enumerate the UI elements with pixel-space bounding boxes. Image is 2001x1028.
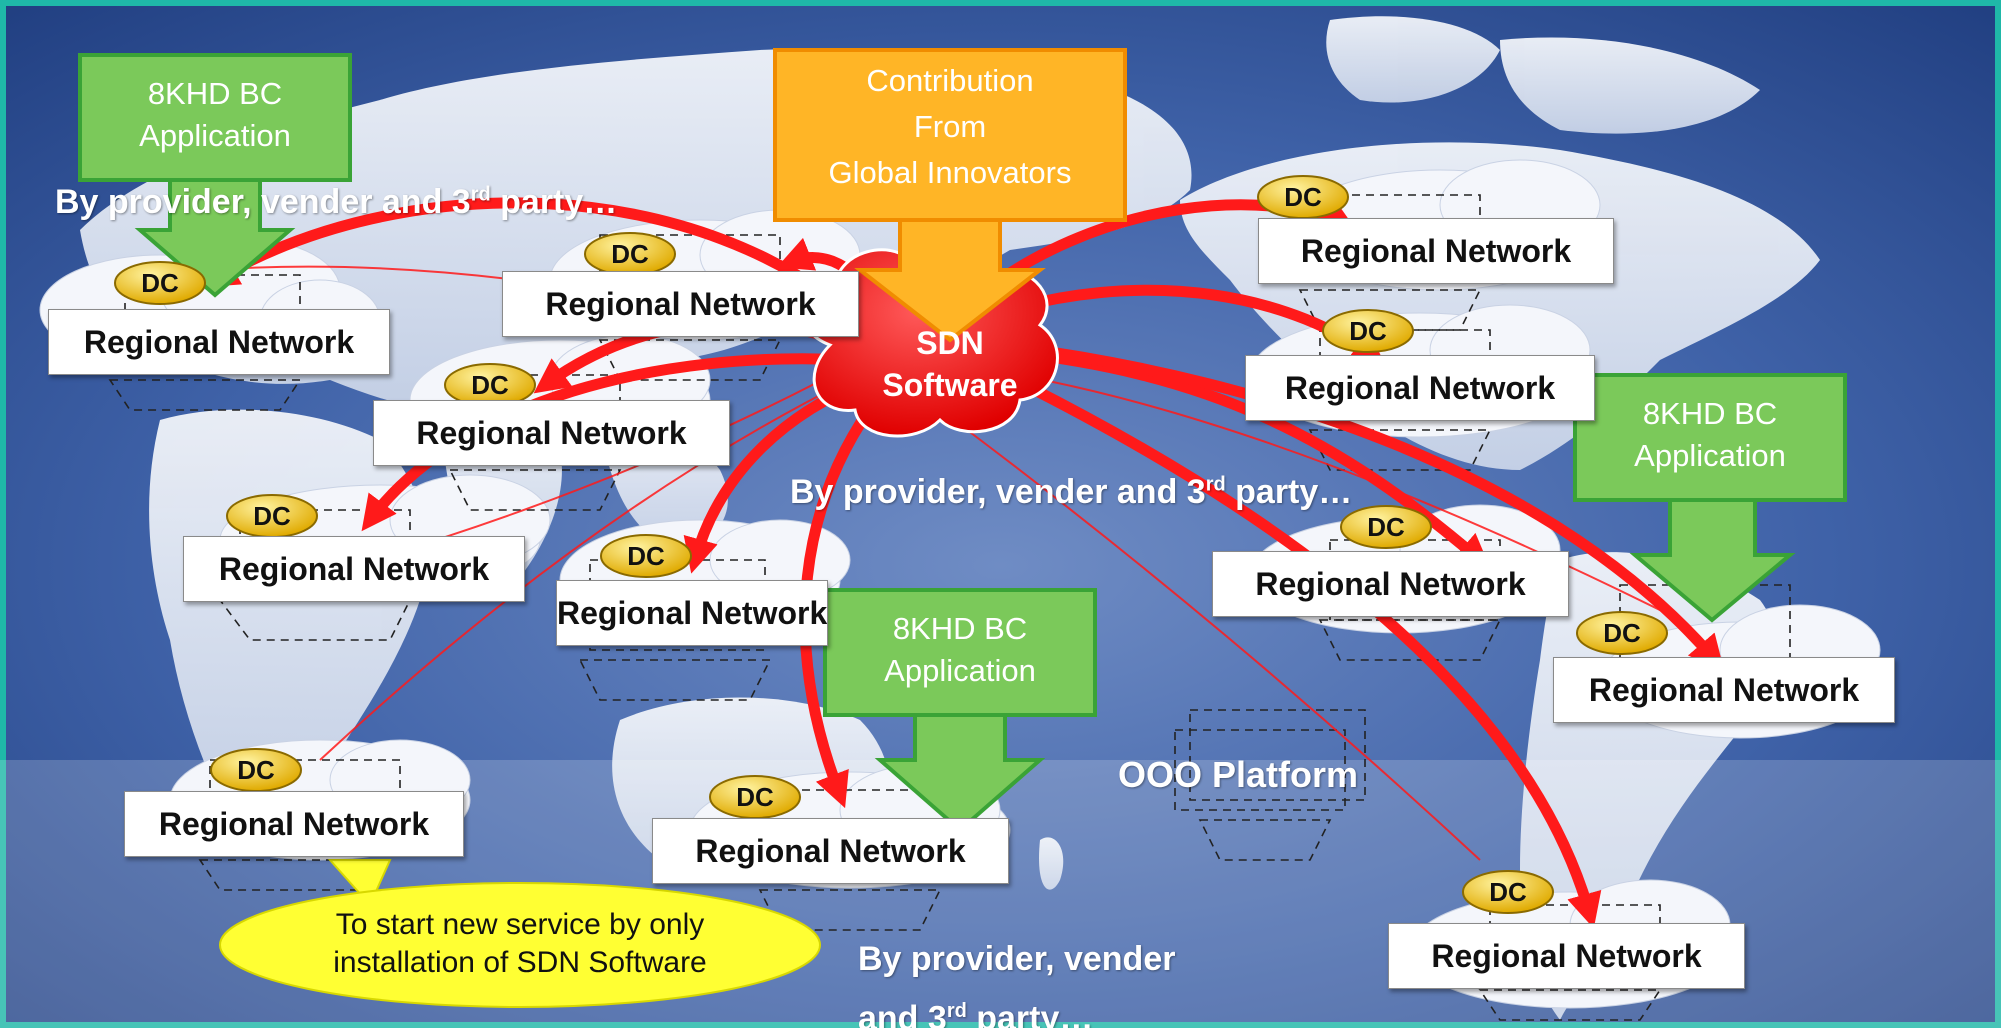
app-box-text: 8KHD BC Application — [80, 73, 350, 157]
regional-network-label: Regional Network — [183, 536, 525, 602]
dc-label: DC — [1284, 182, 1322, 212]
regional-network-label: Regional Network — [124, 791, 464, 857]
provider-tail: party… — [966, 999, 1094, 1028]
regional-network-label: Regional Network — [556, 580, 828, 646]
dc-label: DC — [141, 268, 179, 298]
dc-label: DC — [237, 755, 275, 785]
arrow-icon — [994, 339, 1725, 671]
arrow-down-icon — [854, 218, 1046, 343]
arrow-down-icon — [134, 178, 296, 298]
dc-badge-icon — [1322, 309, 1414, 353]
provider-text: By provider, vender and 3 — [790, 473, 1206, 511]
callout-text: To start new service by only installatio… — [250, 906, 790, 982]
dc-label: DC — [736, 782, 774, 812]
app-box-1 — [78, 53, 352, 298]
app-box-2 — [1573, 373, 1847, 623]
regional-network-label: Regional Network — [1388, 923, 1745, 989]
dc-badge-icon — [114, 261, 206, 305]
provider-text-bottom: By provider, vender and 3rd party… — [858, 933, 1175, 1028]
arrow-icon — [799, 389, 886, 809]
provider-text: By provider, vender and 3 — [55, 183, 471, 221]
provider-text-line-2: and 3rd party… — [858, 985, 1175, 1028]
callout-line-1: To start new service by only — [335, 908, 705, 941]
dc-label: DC — [1489, 877, 1527, 907]
dc-badge-icons — [114, 175, 1668, 914]
contribution-box — [773, 48, 1127, 343]
arrow-icon — [989, 364, 1602, 929]
callout-line-2: installation of SDN Software — [333, 946, 707, 979]
arrow-down-icon — [874, 713, 1046, 833]
dc-badge-icon — [1340, 505, 1432, 549]
regional-network-label: Regional Network — [373, 400, 730, 466]
sdn-line-2: Software — [882, 367, 1018, 403]
contribution-text: Contribution From Global Innovators — [775, 58, 1125, 196]
app-subtitle: Application — [139, 118, 291, 153]
dc-label: DC — [471, 370, 509, 400]
provider-text: and 3 — [858, 999, 947, 1028]
sdn-software-label: SDN Software — [860, 322, 1040, 406]
regional-network-label: Regional Network — [502, 271, 859, 337]
regional-network-label: Regional Network — [48, 309, 390, 375]
callout-bubble — [219, 859, 821, 1008]
app-box-text: 8KHD BC Application — [825, 608, 1095, 692]
regional-network-label: Regional Network — [1553, 657, 1895, 723]
provider-text-center: By provider, vender and 3rd party… — [790, 473, 1352, 512]
provider-text-top-left: By provider, vender and 3rd party… — [55, 183, 617, 222]
dc-label: DC — [253, 501, 291, 531]
arrow-down-icon — [1629, 498, 1796, 623]
platform-label: OOO Platform — [1118, 754, 1359, 795]
dc-label: DC — [611, 239, 649, 269]
contribution-line-1: Contribution — [866, 63, 1034, 98]
dc-label: DC — [627, 541, 665, 571]
regional-network-label: Regional Network — [1212, 551, 1569, 617]
regional-network-label: Regional Network — [652, 818, 1009, 884]
provider-tail: party… — [490, 183, 618, 221]
app-title: 8KHD BC — [892, 611, 1028, 646]
provider-tail: party… — [1225, 473, 1353, 511]
app-title: 8KHD BC — [147, 76, 283, 111]
regional-network-label: Regional Network — [1258, 218, 1614, 284]
app-title: 8KHD BC — [1642, 396, 1778, 431]
provider-sup: rd — [946, 1000, 967, 1022]
app-subtitle: Application — [884, 653, 1036, 688]
contribution-line-2: From — [913, 109, 987, 144]
app-subtitle: Application — [1634, 438, 1786, 473]
regional-network-label: Regional Network — [1245, 355, 1595, 421]
app-box-3 — [823, 588, 1097, 833]
arrow-icon — [361, 353, 856, 532]
sdn-line-1: SDN — [916, 325, 984, 361]
dc-badge-icon — [1576, 611, 1668, 655]
provider-text-line-1: By provider, vender — [858, 940, 1176, 978]
contribution-line-3: Global Innovators — [828, 155, 1072, 190]
app-box-text: 8KHD BC Application — [1575, 393, 1845, 477]
provider-sup: rd — [1205, 473, 1226, 496]
dc-badge-icon — [600, 534, 692, 578]
dc-label: DC — [1349, 316, 1387, 346]
dc-label: DC — [1367, 512, 1405, 542]
provider-sup: rd — [470, 183, 491, 206]
dc-label: DC — [1603, 618, 1641, 648]
dc-badge-icon — [1462, 870, 1554, 914]
